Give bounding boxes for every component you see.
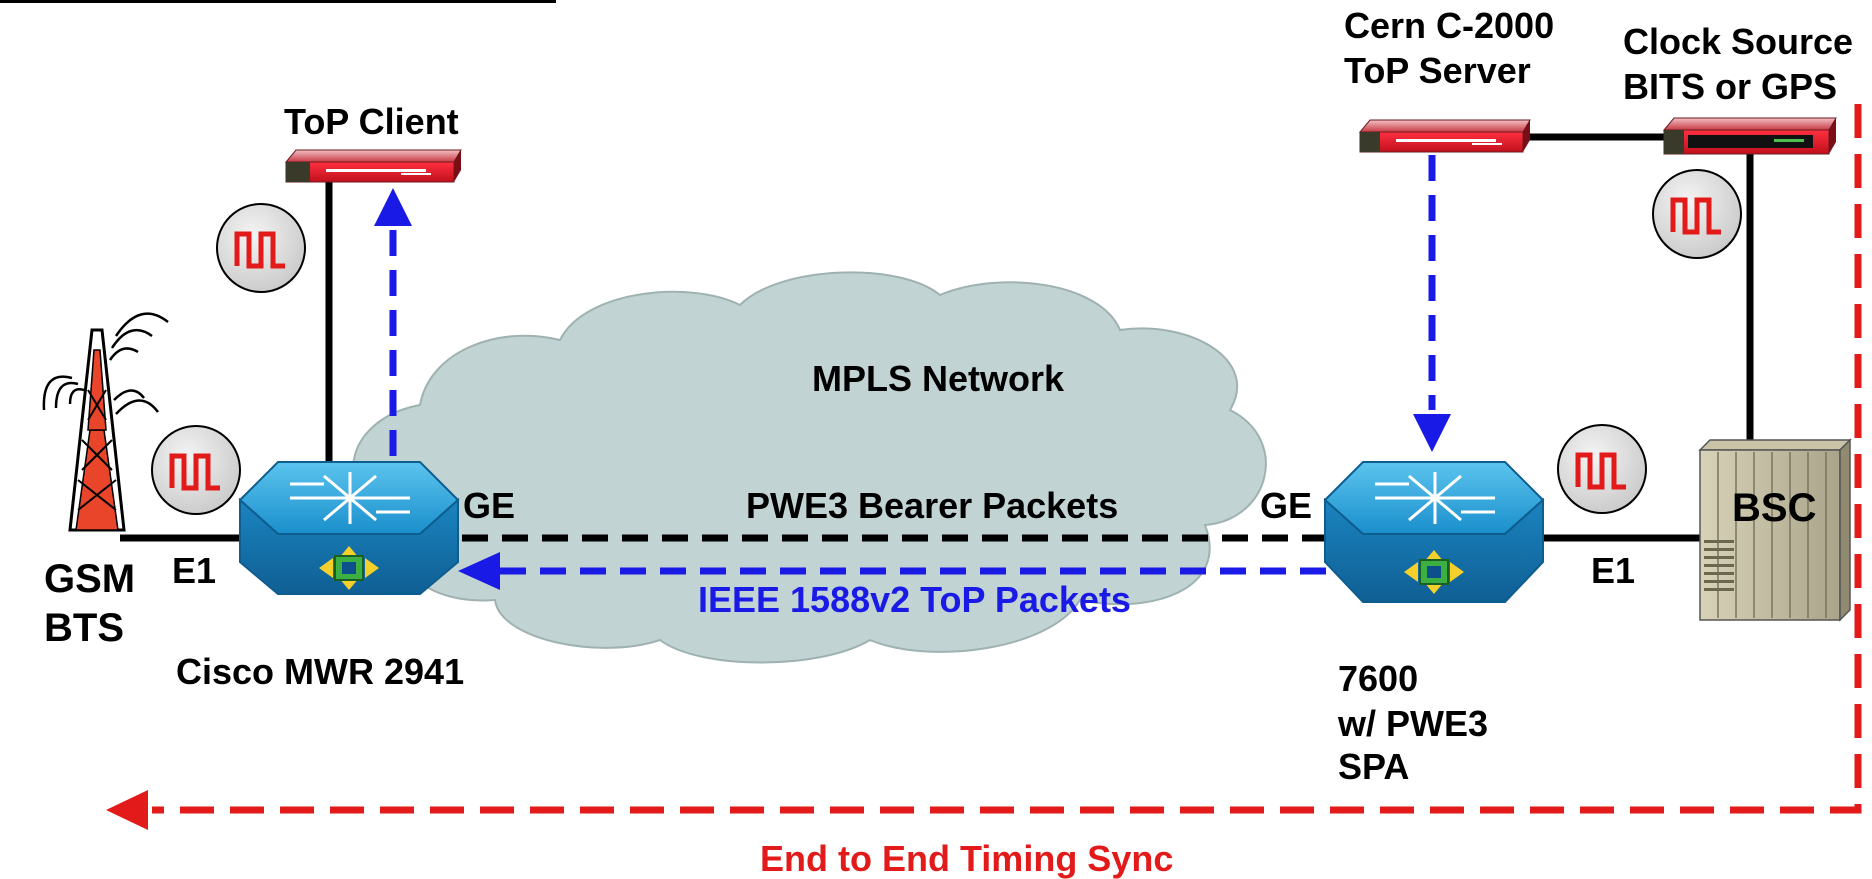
server-icon	[1662, 117, 1837, 155]
ieee-top-label: IEEE 1588v2 ToP Packets	[698, 579, 1131, 620]
server-icon	[1358, 119, 1531, 153]
cern-server-label-line2: ToP Server	[1344, 50, 1531, 91]
pwe3-bearer-label: PWE3 Bearer Packets	[746, 485, 1118, 526]
router-7600-label-line3: SPA	[1338, 746, 1409, 787]
square-wave-icon	[1652, 169, 1742, 259]
router-7600-label-line1: 7600	[1338, 658, 1418, 699]
mpls-network-label: MPLS Network	[812, 358, 1065, 399]
bsc-cabinet-icon	[1698, 438, 1852, 622]
e1-right-label: E1	[1591, 550, 1635, 591]
end-to-end-arrowhead	[106, 790, 148, 830]
router-icon	[1323, 461, 1545, 603]
gsm-bts-label-line1: GSM	[44, 557, 135, 601]
cisco-mwr-label: Cisco MWR 2941	[176, 651, 464, 692]
square-wave-icon	[151, 425, 241, 515]
end-to-end-timing-line	[152, 104, 1862, 814]
router-icon	[238, 461, 460, 595]
clock-source-label-line1: Clock Source	[1623, 21, 1853, 62]
cern-server-label-line1: Cern C-2000	[1344, 5, 1554, 46]
ge-right-label: GE	[1260, 485, 1312, 526]
bsc-label: BSC	[1732, 486, 1816, 530]
server-icon	[284, 149, 462, 183]
clock-source-label-line2: BITS or GPS	[1623, 66, 1837, 107]
server-top-arrowhead	[1413, 414, 1451, 452]
ieee-top-arrowhead	[458, 552, 500, 590]
top-client-label: ToP Client	[284, 101, 459, 142]
client-top-arrowhead	[374, 188, 412, 226]
mpls-cloud	[352, 271, 1267, 664]
gsm-bts-label-line2: BTS	[44, 606, 124, 650]
square-wave-icon	[1557, 424, 1647, 514]
ge-left-label: GE	[463, 485, 515, 526]
square-wave-icon	[216, 203, 306, 293]
end-to-end-label: End to End Timing Sync	[760, 838, 1173, 879]
router-7600-label-line2: w/ PWE3	[1337, 703, 1488, 744]
e1-left-label: E1	[172, 550, 216, 591]
cell-tower-icon	[42, 312, 169, 532]
